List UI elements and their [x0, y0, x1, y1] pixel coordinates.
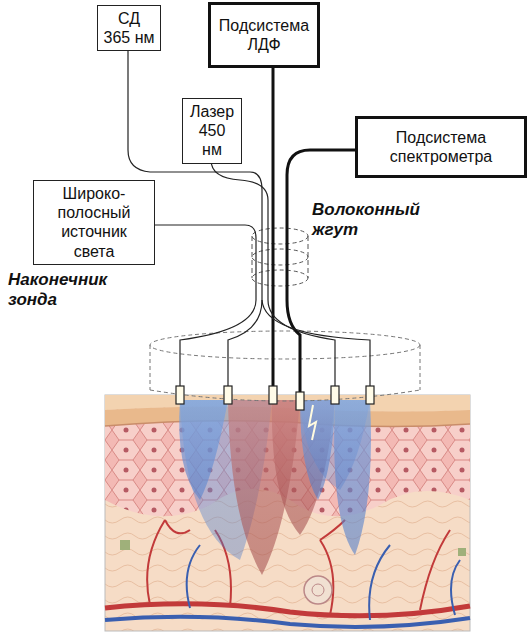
box-label: СД 365 нм	[103, 9, 155, 47]
box-label: Широко- полосный источник света	[39, 184, 149, 261]
subsystem-box: Подсистема ЛДФ	[208, 2, 320, 68]
light-source-box: Широко- полосный источник света	[33, 180, 155, 265]
subsystem-box: Подсистема спектрометра	[355, 116, 527, 178]
part-label: Наконечник зонда	[8, 270, 138, 311]
light-source-box: СД 365 нм	[97, 5, 161, 51]
part-label: Волоконный жгут	[312, 200, 462, 241]
light-source-box: Лазер 450 нм	[182, 98, 242, 164]
box-label: Подсистема спектрометра	[363, 128, 519, 166]
box-label: Подсистема ЛДФ	[216, 16, 312, 54]
box-label: Лазер 450 нм	[188, 102, 236, 160]
